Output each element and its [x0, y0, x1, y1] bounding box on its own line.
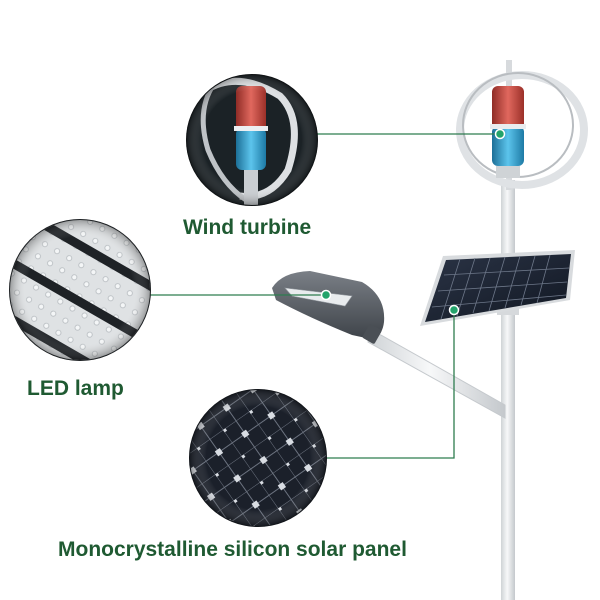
callout-line-solar [326, 310, 455, 459]
solar-panel-icon [420, 250, 575, 326]
callout-dots [320, 128, 506, 316]
led-lamp-zoom-circle [9, 219, 151, 361]
callout-lines [150, 133, 500, 459]
solar-panel-label: Monocrystalline silicon solar panel [58, 538, 407, 561]
callout-dot-wind [494, 128, 506, 140]
pole [367, 180, 519, 600]
led-lamp-label: LED lamp [27, 377, 124, 400]
solar-panel-zoom-circle [189, 389, 327, 527]
wind-turbine-zoom-circle [186, 74, 318, 206]
led-lamp-icon [272, 271, 385, 344]
wind-turbine-label: Wind turbine [183, 216, 312, 239]
callout-dot-solar [448, 304, 460, 316]
callout-dot-led [320, 289, 332, 301]
wind-turbine-icon [456, 60, 588, 190]
